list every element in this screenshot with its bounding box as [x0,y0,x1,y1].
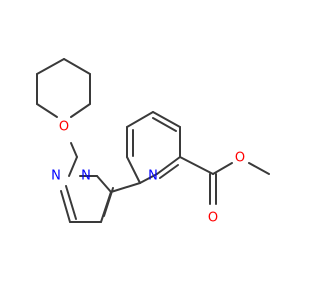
bond [126,111,154,128]
bond [156,156,181,175]
bond [60,190,71,223]
bond [126,156,141,184]
bond [159,164,179,179]
atom-nitrogen-n1: N [81,169,91,184]
bond [70,103,91,118]
bond [248,162,270,175]
atom-oxygen-carbonyl: O [208,211,218,226]
bond [212,162,233,175]
atom-oxygen-ring: O [59,120,69,135]
bond [63,58,91,75]
bond [36,58,65,75]
molecule-svg: O N N N O O [36,58,270,226]
bond [179,156,214,175]
atom-oxygen-ester: O [235,151,245,166]
bond [110,182,141,193]
bond [70,142,78,158]
bond [65,185,77,220]
atom-nitrogen-n2: N [51,169,61,184]
bond [152,117,177,132]
atom-nitrogen-pyridine: N [148,169,158,184]
bond [139,173,158,184]
bond [96,175,112,193]
bonds [36,58,270,223]
bond [152,111,181,128]
bond [36,103,58,118]
atom-labels: O N N N O O [51,120,245,226]
molecule-diagram: O N N N O O [36,58,270,226]
bond [68,156,78,177]
